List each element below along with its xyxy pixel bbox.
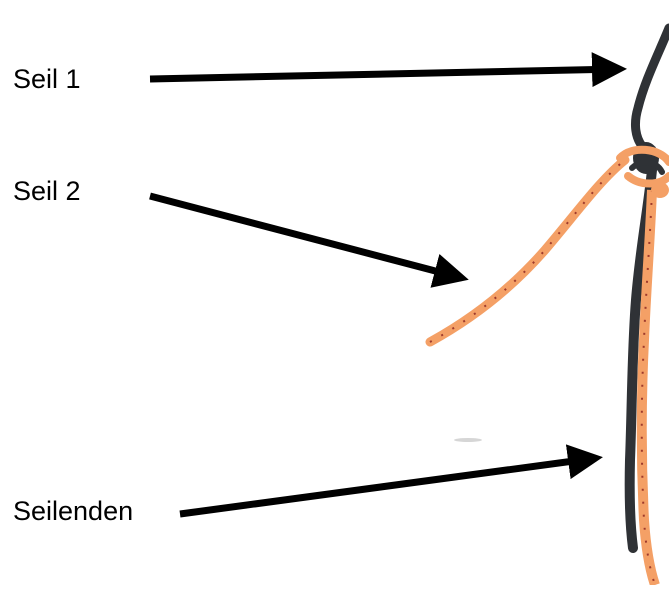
knot-orange-bulge (651, 182, 669, 198)
rope-1 (624, 23, 669, 553)
rope-1-lower (624, 165, 657, 553)
rope-2-standing-flecks (429, 159, 626, 343)
rope-1-upper (630, 23, 669, 151)
label-rope-ends: Seilenden (13, 496, 134, 526)
arrows (149, 52, 627, 518)
arrow-seil-2 (149, 192, 469, 288)
faint-smudge (454, 438, 482, 442)
rope-2-standing-part (425, 155, 630, 347)
label-rope-1: Seil 1 (13, 64, 81, 94)
rope-2-tail (636, 189, 660, 587)
arrow-seilenden (179, 444, 603, 518)
label-rope-2: Seil 2 (13, 176, 81, 206)
knot-orange-loop-1 (616, 145, 669, 166)
knot-dark-loop (629, 159, 665, 175)
arrow-seil-1 (149, 52, 627, 88)
rope-2 (425, 155, 660, 587)
knot (616, 142, 669, 198)
knot-orange-loop-2 (624, 172, 669, 188)
